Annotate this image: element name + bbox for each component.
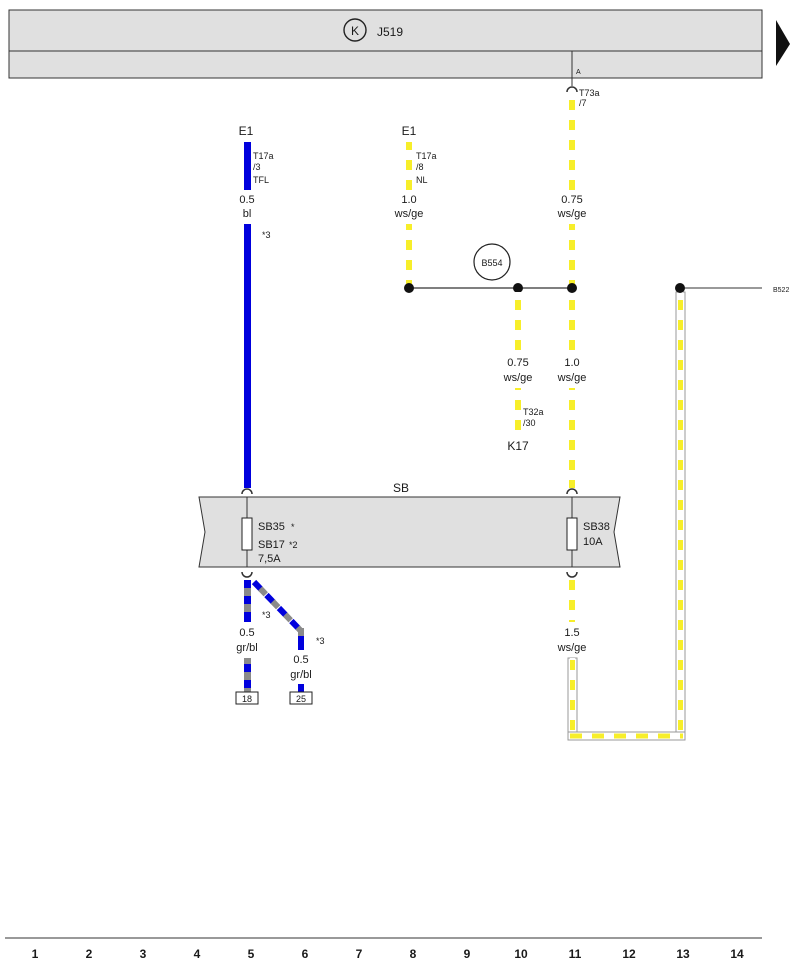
svg-text:SB38: SB38 [583, 521, 610, 533]
triangle-right-icon [776, 20, 790, 66]
svg-text:TFL: TFL [253, 175, 269, 185]
svg-text:1: 1 [32, 947, 39, 961]
svg-text:SB35: SB35 [258, 521, 285, 533]
svg-text:*2: *2 [289, 540, 298, 550]
svg-text:8: 8 [410, 947, 417, 961]
svg-text:K: K [351, 24, 359, 38]
svg-text:6: 6 [302, 947, 309, 961]
svg-text:NL: NL [416, 175, 428, 185]
terminal-18: 18 [242, 694, 252, 704]
svg-text:*: * [291, 522, 295, 532]
svg-text:bl: bl [243, 208, 252, 220]
svg-text:2: 2 [86, 947, 93, 961]
svg-text:5: 5 [248, 947, 255, 961]
svg-text:SB: SB [393, 481, 409, 495]
svg-text:1.0: 1.0 [564, 357, 579, 369]
ecu-name: J519 [377, 25, 403, 39]
svg-text:*3: *3 [262, 610, 271, 620]
svg-text:0.5: 0.5 [239, 627, 254, 639]
fuse-icon [241, 517, 253, 551]
wire-top-right [569, 92, 575, 192]
svg-text:3: 3 [140, 947, 147, 961]
k-circle-icon: K [343, 18, 367, 42]
component-k17: K17 [507, 439, 529, 453]
svg-text:/7: /7 [579, 98, 587, 108]
svg-text:gr/bl: gr/bl [290, 669, 311, 681]
fuse-icon [566, 517, 578, 551]
svg-text:B554: B554 [481, 258, 502, 268]
junction-dot [567, 283, 577, 293]
svg-text:9: 9 [464, 947, 471, 961]
svg-text:gr/bl: gr/bl [236, 642, 257, 654]
svg-text:T32a: T32a [523, 407, 544, 417]
splice-b554 [473, 243, 511, 281]
svg-text:0.5: 0.5 [293, 654, 308, 666]
svg-text:ws/ge: ws/ge [503, 372, 533, 384]
ecu-pin: A [576, 69, 581, 76]
svg-text:/3: /3 [253, 162, 261, 172]
svg-text:7: 7 [356, 947, 363, 961]
wire-out-right [569, 580, 575, 622]
svg-text:12: 12 [622, 947, 636, 961]
svg-text:/8: /8 [416, 162, 424, 172]
connector-t73a: T73a [579, 88, 600, 98]
svg-text:10: 10 [514, 947, 528, 961]
svg-text:11: 11 [569, 947, 582, 961]
component-e1-left: E1 [239, 124, 254, 138]
svg-text:*3: *3 [262, 230, 271, 240]
wire-k17 [515, 292, 521, 352]
wire-e1-blue [244, 142, 251, 190]
svg-text:ws/ge: ws/ge [394, 208, 424, 220]
svg-text:*3: *3 [316, 636, 325, 646]
svg-text:ws/ge: ws/ge [557, 642, 587, 654]
svg-text:ws/ge: ws/ge [557, 372, 587, 384]
svg-text:/30: /30 [523, 418, 536, 428]
wire-loop-right [678, 292, 683, 738]
svg-text:1.0: 1.0 [401, 194, 416, 206]
svg-text:4: 4 [194, 947, 201, 961]
svg-text:T17a: T17a [416, 151, 437, 161]
svg-text:13: 13 [676, 947, 690, 961]
terminal-25: 25 [296, 694, 306, 704]
fusebox-sb: SB SB35 * SB17 *2 7,5A SB38 10A [198, 481, 621, 568]
ref-b522: B522 [773, 287, 789, 294]
wire-e1-yellow [406, 142, 412, 190]
wire-out-25: *3 0.5 gr/bl 25 [251, 579, 325, 705]
ecu-j519: K J519 A [8, 9, 763, 79]
svg-text:SB17: SB17 [258, 539, 285, 551]
svg-text:7,5A: 7,5A [258, 553, 281, 565]
component-e1-mid: E1 [402, 124, 417, 138]
connector-arc-icon [566, 86, 578, 93]
junction-dot [404, 283, 414, 293]
svg-text:0.5: 0.5 [239, 194, 254, 206]
svg-text:1.5: 1.5 [564, 627, 579, 639]
svg-text:ws/ge: ws/ge [557, 208, 587, 220]
wire-out-18: 0.5 gr/bl *3 18 [235, 580, 271, 705]
svg-text:14: 14 [730, 947, 744, 961]
junction-dot [513, 283, 523, 293]
svg-text:T17a: T17a [253, 151, 274, 161]
svg-text:10A: 10A [583, 536, 603, 548]
footer-grid: 1 2 3 4 5 6 7 8 9 10 11 12 13 14 [32, 947, 744, 961]
svg-text:0.75: 0.75 [507, 357, 528, 369]
svg-text:0.75: 0.75 [561, 194, 582, 206]
